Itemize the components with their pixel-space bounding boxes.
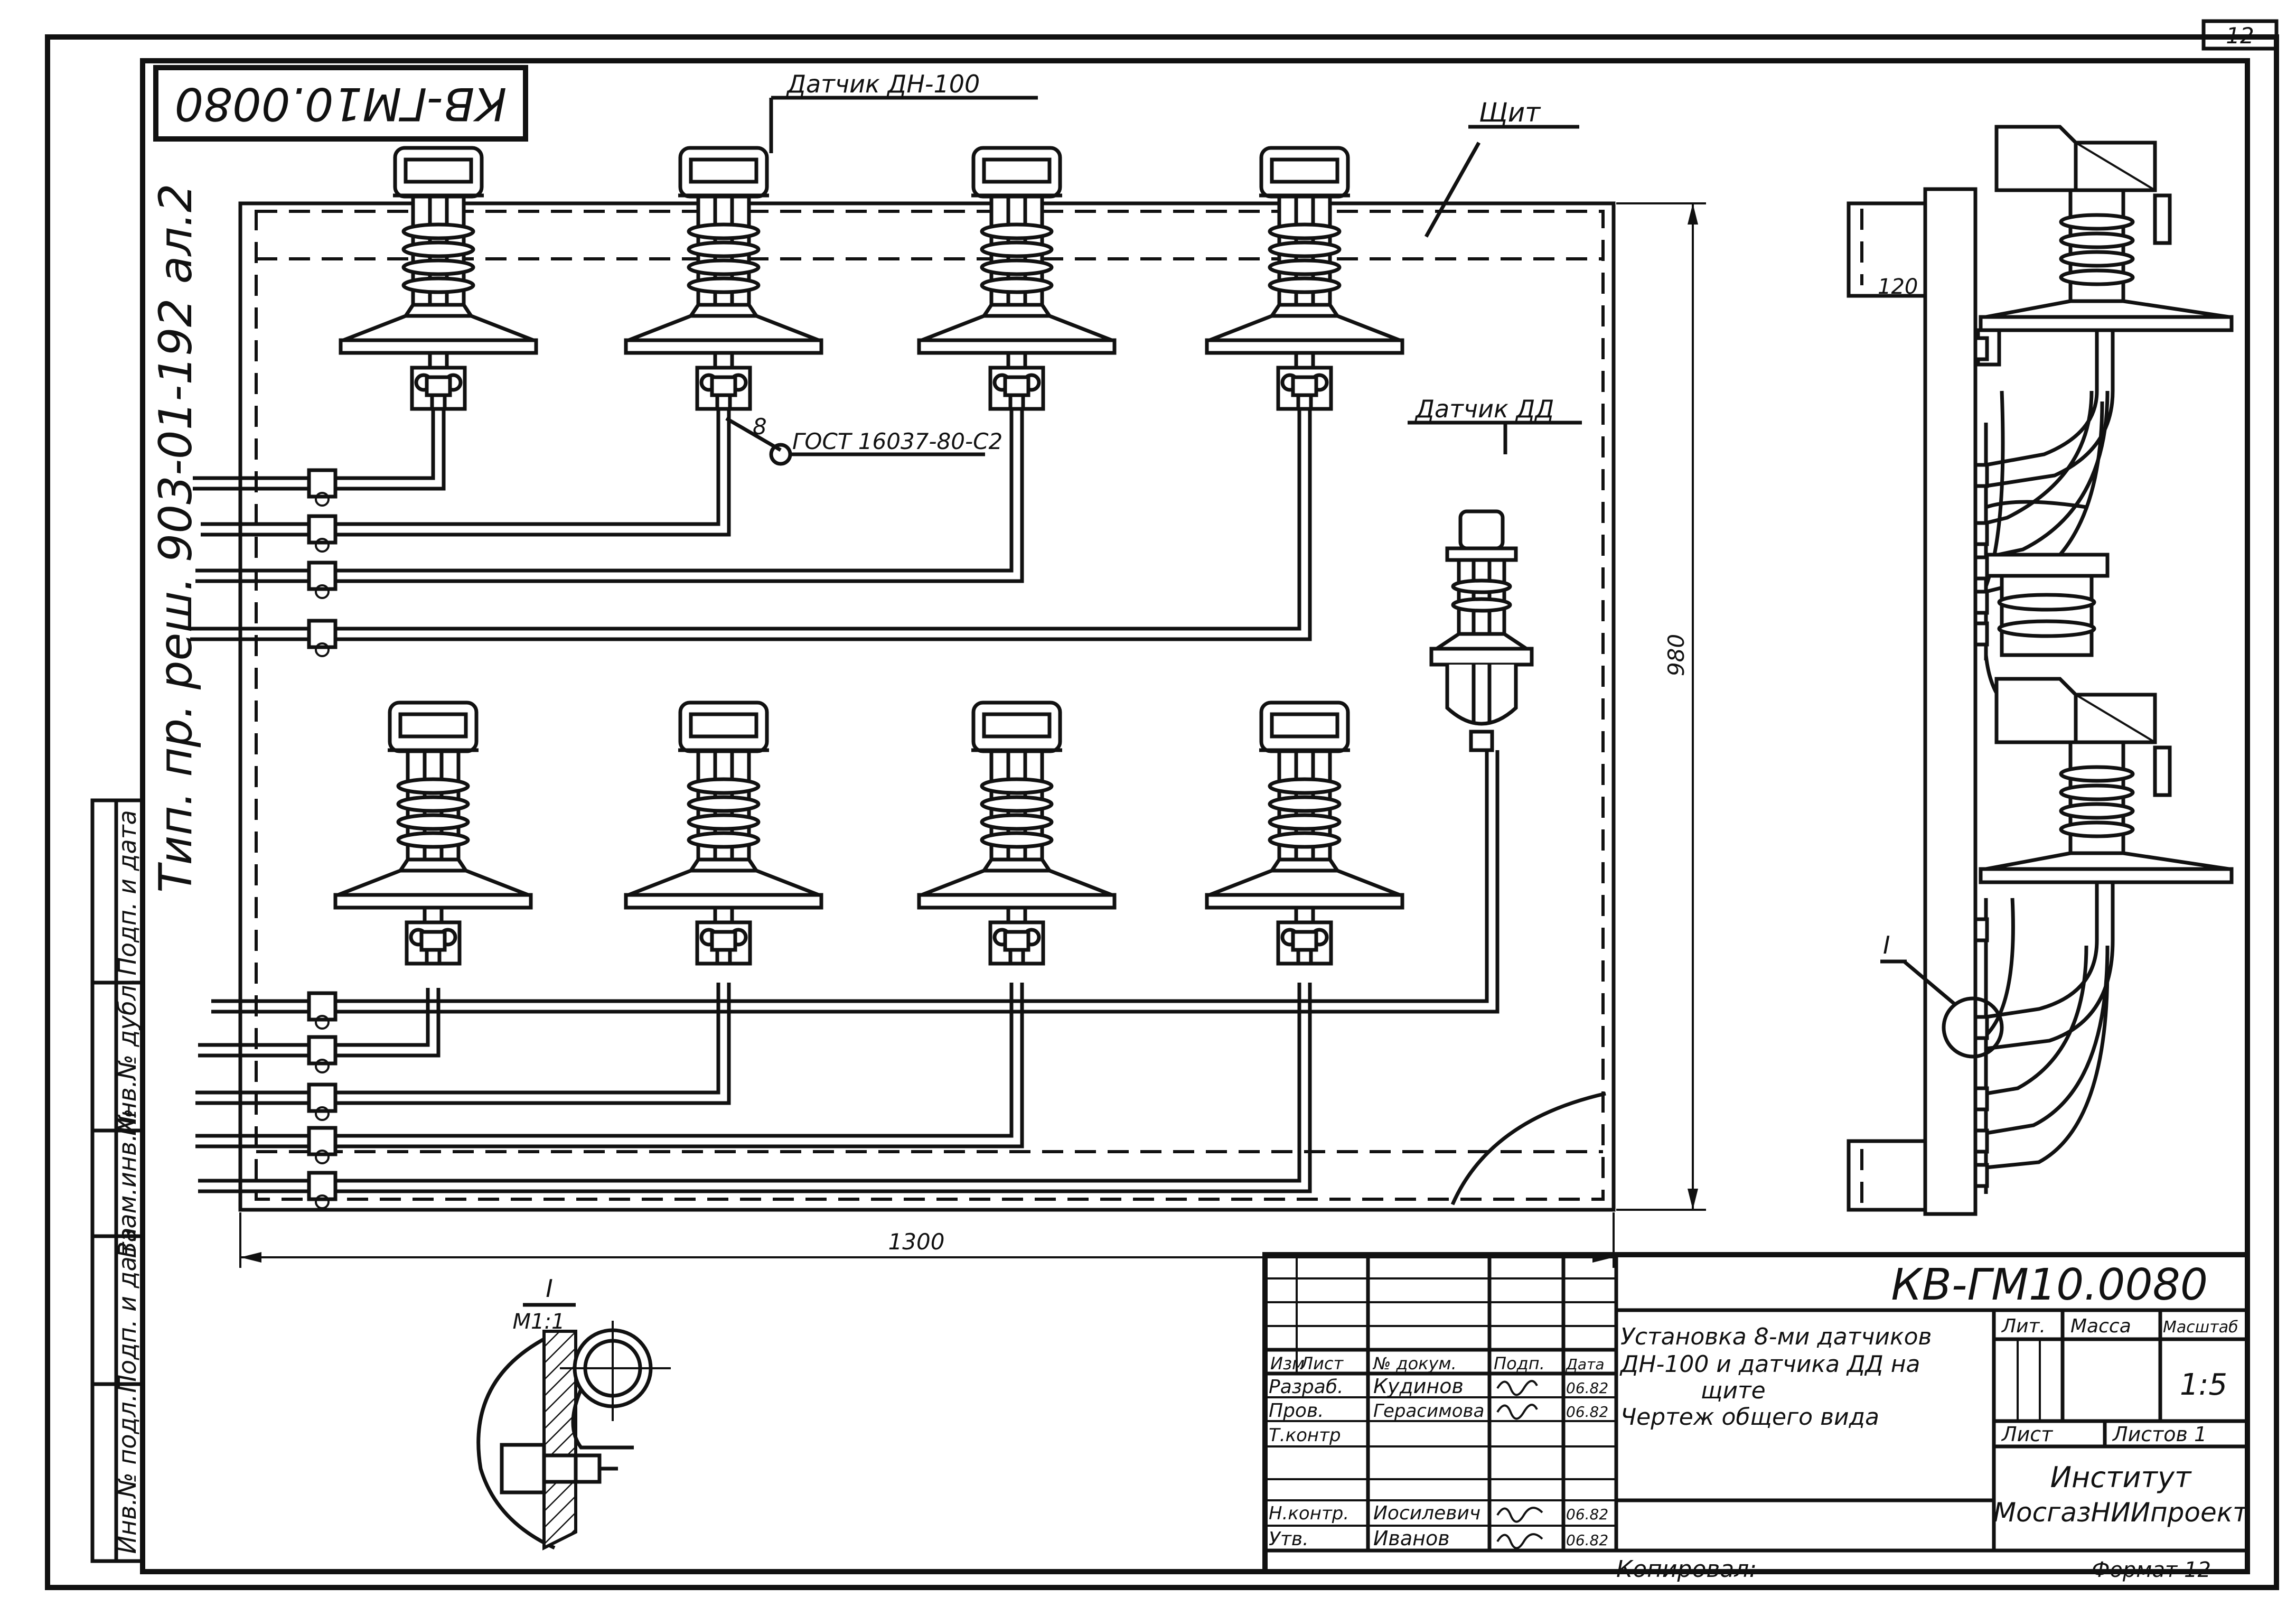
format-note: Формат 12 bbox=[2092, 1558, 2211, 1582]
sheets-label: Листов 1 bbox=[2112, 1423, 2207, 1446]
doc-code-mirrored: КВ-ГМ10.0080 bbox=[175, 77, 507, 130]
dim-offset-value: 120 bbox=[1878, 275, 1918, 299]
strip-sign-date-1: Подп. и дата bbox=[113, 810, 142, 975]
mass-label: Масса bbox=[2070, 1315, 2131, 1337]
detail-i-view: I М1:1 bbox=[476, 1274, 671, 1551]
row-date-norm-control: 06.82 bbox=[1566, 1506, 1608, 1523]
pipes-lower bbox=[195, 750, 1500, 1193]
panel-front-view bbox=[238, 201, 1616, 1212]
strip-orig-inv: Инв.№ подл. bbox=[113, 1394, 142, 1554]
scale-value: 1:5 bbox=[2180, 1368, 2227, 1402]
sensor-dn100-lower-1 bbox=[335, 703, 531, 964]
row-name-norm-control: Иосилевич bbox=[1373, 1502, 1480, 1524]
row-role-developer: Разраб. bbox=[1269, 1376, 1343, 1398]
strip-replace-inv: Взам.инв.№ bbox=[113, 1108, 142, 1258]
signature-developer bbox=[1496, 1380, 1538, 1396]
col-signature: Подп. bbox=[1494, 1353, 1545, 1374]
strip-dup-inv: Инв.№ дубл. bbox=[113, 977, 142, 1136]
dimension-width: 1300 bbox=[239, 1212, 1615, 1268]
col-sheet: Лист bbox=[1300, 1353, 1344, 1374]
page-number: 12 bbox=[2226, 23, 2254, 49]
label-sensor-dd: Датчик ДД bbox=[1414, 395, 1554, 423]
col-doc-number: № докум. bbox=[1372, 1353, 1457, 1374]
sensor-dn100-upper-4 bbox=[1207, 148, 1402, 409]
weld-number: 8 bbox=[753, 414, 767, 440]
row-name-developer: Кудинов bbox=[1373, 1375, 1464, 1398]
title-line-1: Установка 8-ми датчиков bbox=[1620, 1323, 1932, 1350]
title-line-4: Чертеж общего вида bbox=[1620, 1404, 1879, 1431]
sensor-dn100-lower-4 bbox=[1207, 703, 1402, 964]
signature-checker bbox=[1496, 1404, 1538, 1420]
sensor-dn100-upper-1 bbox=[341, 148, 536, 409]
pipe-clamps bbox=[307, 468, 338, 1209]
sensor-dd bbox=[1429, 509, 1534, 752]
org-line-2: МосгазНИИпроект bbox=[1993, 1497, 2249, 1528]
sensor-dn100-upper-2 bbox=[626, 148, 821, 409]
title-line-2: ДН-100 и датчика ДД на bbox=[1619, 1351, 1920, 1378]
row-name-checker: Герасимова bbox=[1373, 1400, 1484, 1422]
panel-side-view: 120 bbox=[1847, 125, 2234, 1216]
signature-norm-control bbox=[1496, 1507, 1543, 1523]
row-role-norm-control: Н.контр. bbox=[1269, 1503, 1349, 1524]
lit-label: Лит. bbox=[2001, 1315, 2046, 1337]
dimension-height: 980 bbox=[1616, 202, 1706, 1211]
row-role-tech-control: Т.контр bbox=[1269, 1425, 1341, 1446]
detail-callout-mark: I bbox=[1883, 931, 1890, 959]
panel-outline bbox=[238, 201, 1616, 1212]
detail-title-mark: I bbox=[546, 1274, 553, 1303]
title-block-code: КВ-ГМ10.0080 bbox=[1891, 1260, 2208, 1310]
label-panel: Щит bbox=[1479, 97, 1541, 128]
scale-label: Масштаб bbox=[2163, 1318, 2238, 1337]
signature-approved bbox=[1496, 1533, 1543, 1549]
title-block: Изм Лист № докум. Подп. Дата Разраб. Куд… bbox=[1262, 1252, 2250, 1574]
side-note: Тип. пр. реш. 903-01-192 ал.2 bbox=[149, 183, 202, 893]
title-line-3: щите bbox=[1701, 1377, 1766, 1404]
row-role-checker: Пров. bbox=[1269, 1400, 1324, 1422]
row-role-approved: Утв. bbox=[1269, 1528, 1309, 1550]
sheet-label: Лист bbox=[2001, 1423, 2054, 1446]
strip-sign-date-2: Подп. и дата bbox=[113, 1227, 142, 1393]
org-line-1: Институт bbox=[2050, 1461, 2192, 1494]
col-change: Изм bbox=[1270, 1353, 1305, 1374]
copied-label: Копировал: bbox=[1616, 1556, 1757, 1583]
row-date-checker: 06.82 bbox=[1566, 1403, 1608, 1421]
left-approval-strip: Подп. и дата Инв.№ дубл. Взам.инв.№ Подп… bbox=[90, 798, 145, 1563]
label-sensor-dn100: Датчик ДН-100 bbox=[786, 70, 980, 98]
detail-callout-circle bbox=[1942, 996, 2004, 1059]
dim-width-value: 1300 bbox=[888, 1229, 945, 1255]
pipes-upper bbox=[190, 409, 1312, 641]
row-date-developer: 06.82 bbox=[1566, 1379, 1608, 1397]
sensor-dn100-upper-3 bbox=[919, 148, 1114, 409]
label-gost: ГОСТ 16037-80-С2 bbox=[792, 428, 1002, 454]
col-date: Дата bbox=[1565, 1356, 1605, 1373]
page-number-box bbox=[2201, 19, 2279, 51]
row-name-approved: Иванов bbox=[1373, 1527, 1450, 1550]
sensor-dn100-lower-3 bbox=[919, 703, 1114, 964]
dim-height-value: 980 bbox=[1663, 634, 1689, 676]
outer-frame bbox=[45, 34, 2279, 1590]
panel-cutaway bbox=[1450, 1091, 1606, 1206]
sensor-dn100-lower-2 bbox=[626, 703, 821, 964]
row-date-approved: 06.82 bbox=[1566, 1531, 1608, 1549]
doc-code-box bbox=[153, 65, 528, 142]
